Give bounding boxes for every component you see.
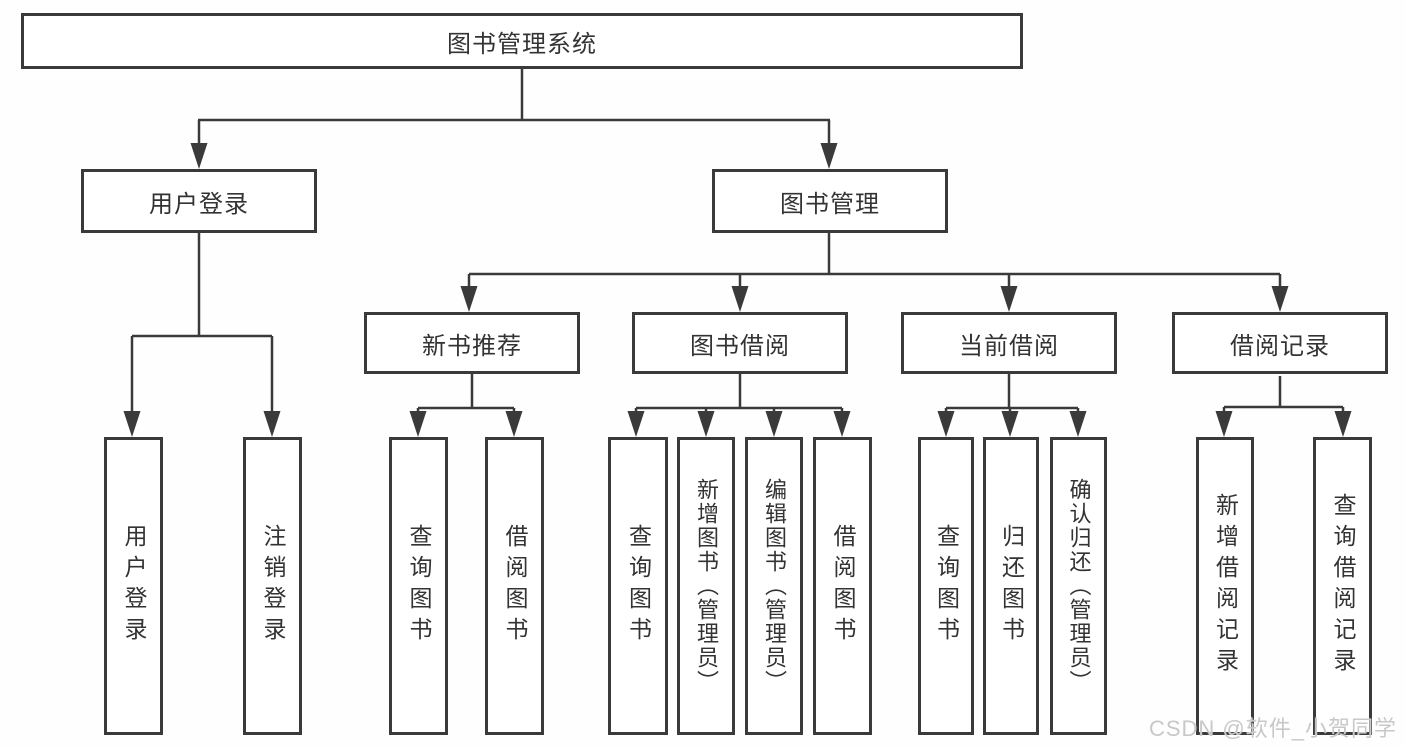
leaf-recommend-borrow-books: 借阅图书 [485,437,544,735]
node-book-borrow-label: 图书借阅 [690,332,790,360]
leaf-add-books-admin: 新增图书（管理员） [677,437,735,735]
leaf-return-books: 归还图书 [983,437,1039,735]
leaf-borrow-books: 借阅图书 [813,437,872,735]
connector-paths [130,69,1345,420]
node-new-book-recommend: 新书推荐 [364,312,580,374]
leaf-current-query-books: 查询图书 [918,437,974,735]
node-root: 图书管理系统 [21,13,1023,69]
node-borrow-records-label: 借阅记录 [1230,332,1330,360]
node-borrow-records: 借阅记录 [1172,312,1388,374]
node-root-label: 图书管理系统 [447,30,597,58]
node-user-login-label: 用户登录 [149,190,249,218]
arrowheads [123,143,1352,437]
leaf-logout: 注销登录 [243,437,302,735]
node-book-management: 图书管理 [712,169,948,233]
leaf-borrow-query-books: 查询图书 [608,437,668,735]
node-current-borrow: 当前借阅 [901,312,1117,374]
leaf-confirm-return-admin: 确认归还（管理员） [1050,437,1107,735]
node-new-book-recommend-label: 新书推荐 [422,332,522,360]
node-current-borrow-label: 当前借阅 [959,332,1059,360]
leaf-add-borrow-record: 新增借阅记录 [1196,437,1254,735]
leaf-query-borrow-record: 查询借阅记录 [1313,437,1372,735]
leaf-edit-books-admin: 编辑图书（管理员） [745,437,803,735]
leaf-recommend-query-books: 查询图书 [389,437,448,735]
node-book-borrow: 图书借阅 [632,312,848,374]
node-user-login: 用户登录 [81,169,317,233]
node-book-management-label: 图书管理 [780,190,880,218]
leaf-user-login: 用户登录 [104,437,163,735]
csdn-watermark: CSDN @软件_小贺同学 [1148,716,1397,741]
